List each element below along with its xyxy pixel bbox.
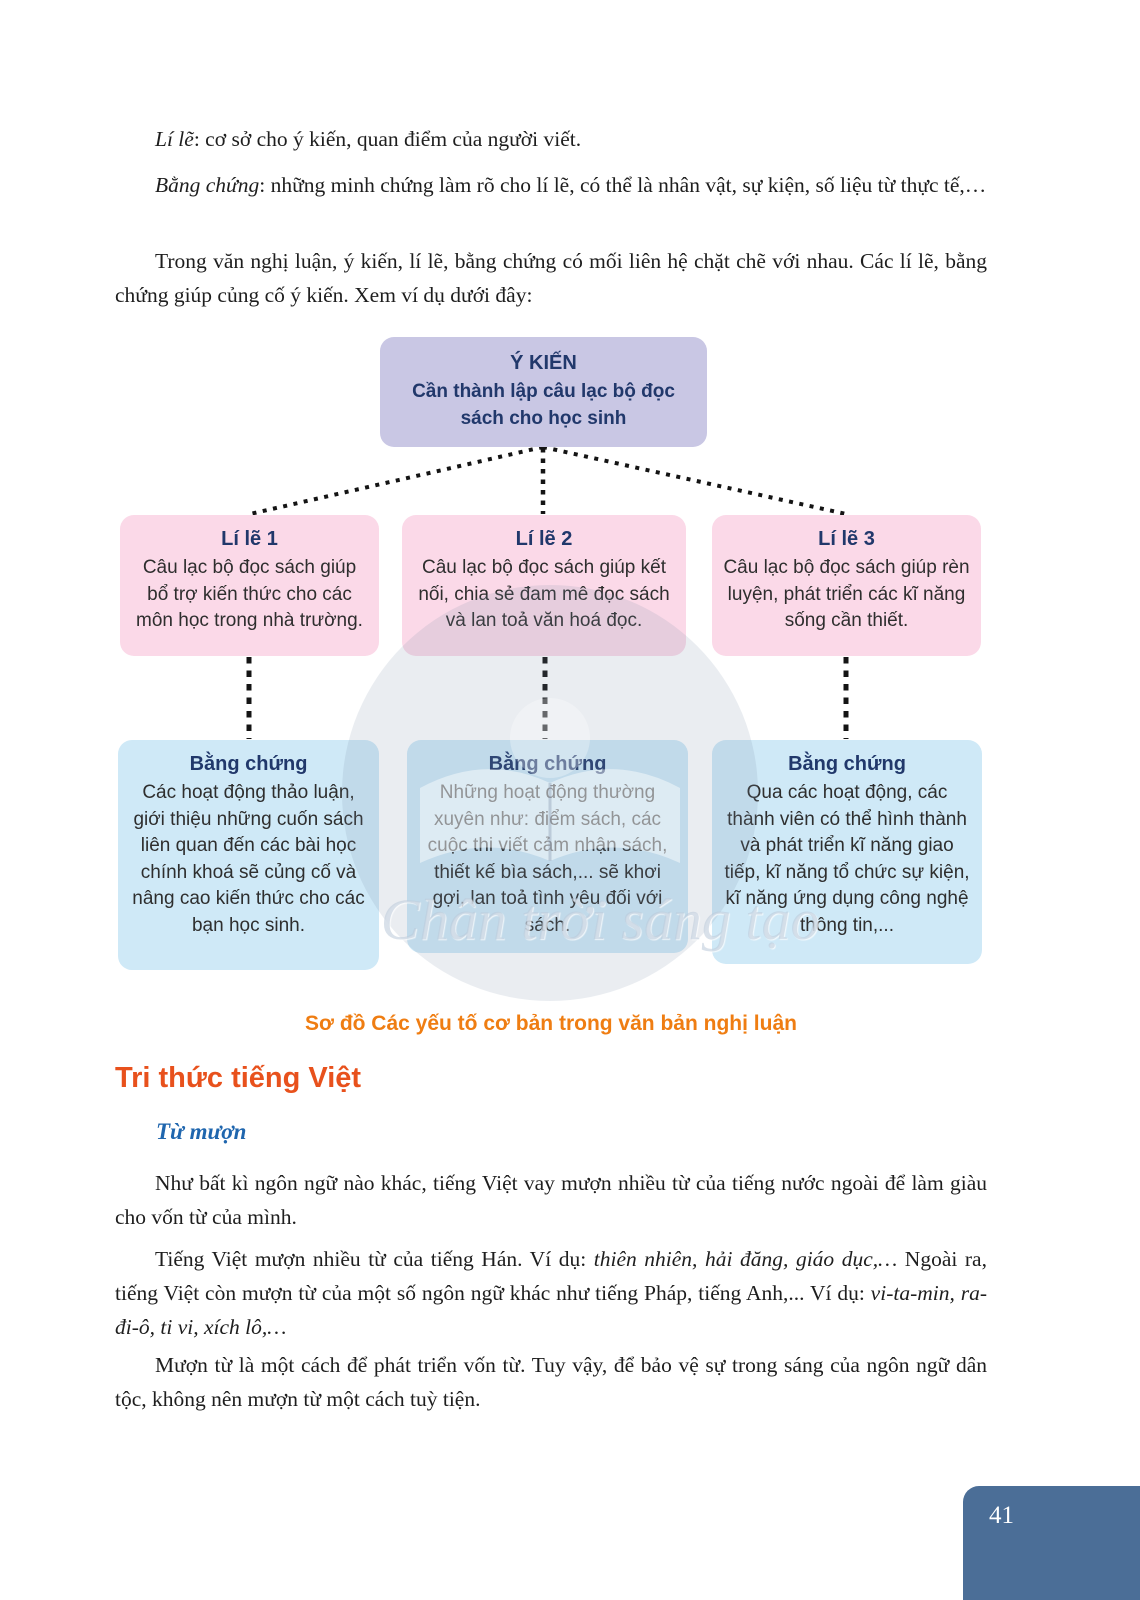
page-number: 41: [989, 1502, 1014, 1529]
opinion-title: Ý KIẾN: [510, 352, 577, 374]
reason-box-2: Lí lẽ 2 Câu lạc bộ đọc sách giúp kết nối…: [402, 515, 686, 656]
reason-2-title: Lí lẽ 2: [515, 528, 573, 550]
paragraph-borrowing-intro: Như bất kì ngôn ngữ nào khác, tiếng Việt…: [115, 1171, 987, 1229]
section-heading-tri-thuc-tieng-viet: Tri thức tiếng Việt: [115, 1062, 362, 1094]
paragraph-intro-relation: Trong văn nghị luận, ý kiến, lí lẽ, bằng…: [115, 249, 987, 307]
borrowing-examples-han: thiên nhiên, hải đăng, giáo dục,…: [593, 1247, 898, 1271]
borrowing-examples-a: Tiếng Việt mượn nhiều từ của tiếng Hán. …: [155, 1247, 594, 1271]
subsection-heading-tu-muon: Từ mượn: [156, 1119, 247, 1144]
evidence-3-text: Qua các hoạt động, các thành viên có thể…: [724, 782, 970, 936]
reason-3-title: Lí lẽ 3: [818, 528, 875, 550]
evidence-1-title: Bằng chứng: [189, 753, 308, 775]
term-lile: Lí lẽ: [155, 127, 194, 151]
reason-box-3: Lí lẽ 3 Câu lạc bộ đọc sách giúp rèn luy…: [712, 515, 981, 656]
paragraph-borrowing-examples: Tiếng Việt mượn nhiều từ của tiếng Hán. …: [115, 1242, 987, 1344]
borrowing-examples-western: vi-ta-min, ra-đi-ô, ti vi, xích lô,…: [115, 1281, 987, 1339]
evidence-2-title: Bằng chứng: [488, 753, 607, 775]
reason-1-text: Câu lạc bộ đọc sách giúp bổ trợ kiến thứ…: [136, 557, 363, 632]
term-bangchung: Bằng chứng: [155, 173, 260, 197]
opinion-box: Ý KIẾN Cần thành lập câu lạc bộ đọc sách…: [380, 337, 707, 448]
page-number-tab: 41: [963, 1486, 1140, 1600]
evidence-1-text: Các hoạt động thảo luận, giới thiệu nhữn…: [132, 782, 365, 936]
reason-3-text: Câu lạc bộ đọc sách giúp rèn luyện, phát…: [723, 557, 970, 632]
paragraph-lile-definition: Lí lẽ: cơ sở cho ý kiến, quan điểm của n…: [115, 122, 987, 156]
opinion-text: Cần thành lập câu lạc bộ đọc sách cho họ…: [412, 381, 675, 429]
bangchung-definition-text: : những minh chứng làm rõ cho lí lẽ, có …: [259, 173, 987, 197]
evidence-box-2: Bằng chứng Những hoạt động thường xuyên …: [407, 740, 688, 953]
evidence-3-title: Bằng chứng: [788, 753, 906, 775]
lile-definition-text: : cơ sở cho ý kiến, quan điểm của người …: [193, 127, 582, 151]
reason-box-1: Lí lẽ 1 Câu lạc bộ đọc sách giúp bổ trợ …: [120, 515, 379, 656]
evidence-box-3: Bằng chứng Qua các hoạt động, các thành …: [712, 740, 982, 964]
evidence-box-1: Bằng chứng Các hoạt động thảo luận, giới…: [118, 740, 379, 970]
diagram-caption: Sơ đồ Các yếu tố cơ bản trong văn bản ng…: [305, 1012, 797, 1035]
evidence-2-text: Những hoạt động thường xuyên như: điểm s…: [427, 782, 668, 936]
reason-2-text: Câu lạc bộ đọc sách giúp kết nối, chia s…: [418, 557, 670, 632]
reason-1-title: Lí lẽ 1: [221, 528, 278, 550]
borrowing-examples-c: Ngoài ra, tiếng Việt còn mượn từ của một…: [115, 1247, 987, 1305]
paragraph-bangchung-definition: Bằng chứng: những minh chứng làm rõ cho …: [115, 168, 987, 202]
paragraph-borrowing-conclusion: Mượn từ là một cách để phát triển vốn từ…: [115, 1353, 987, 1411]
